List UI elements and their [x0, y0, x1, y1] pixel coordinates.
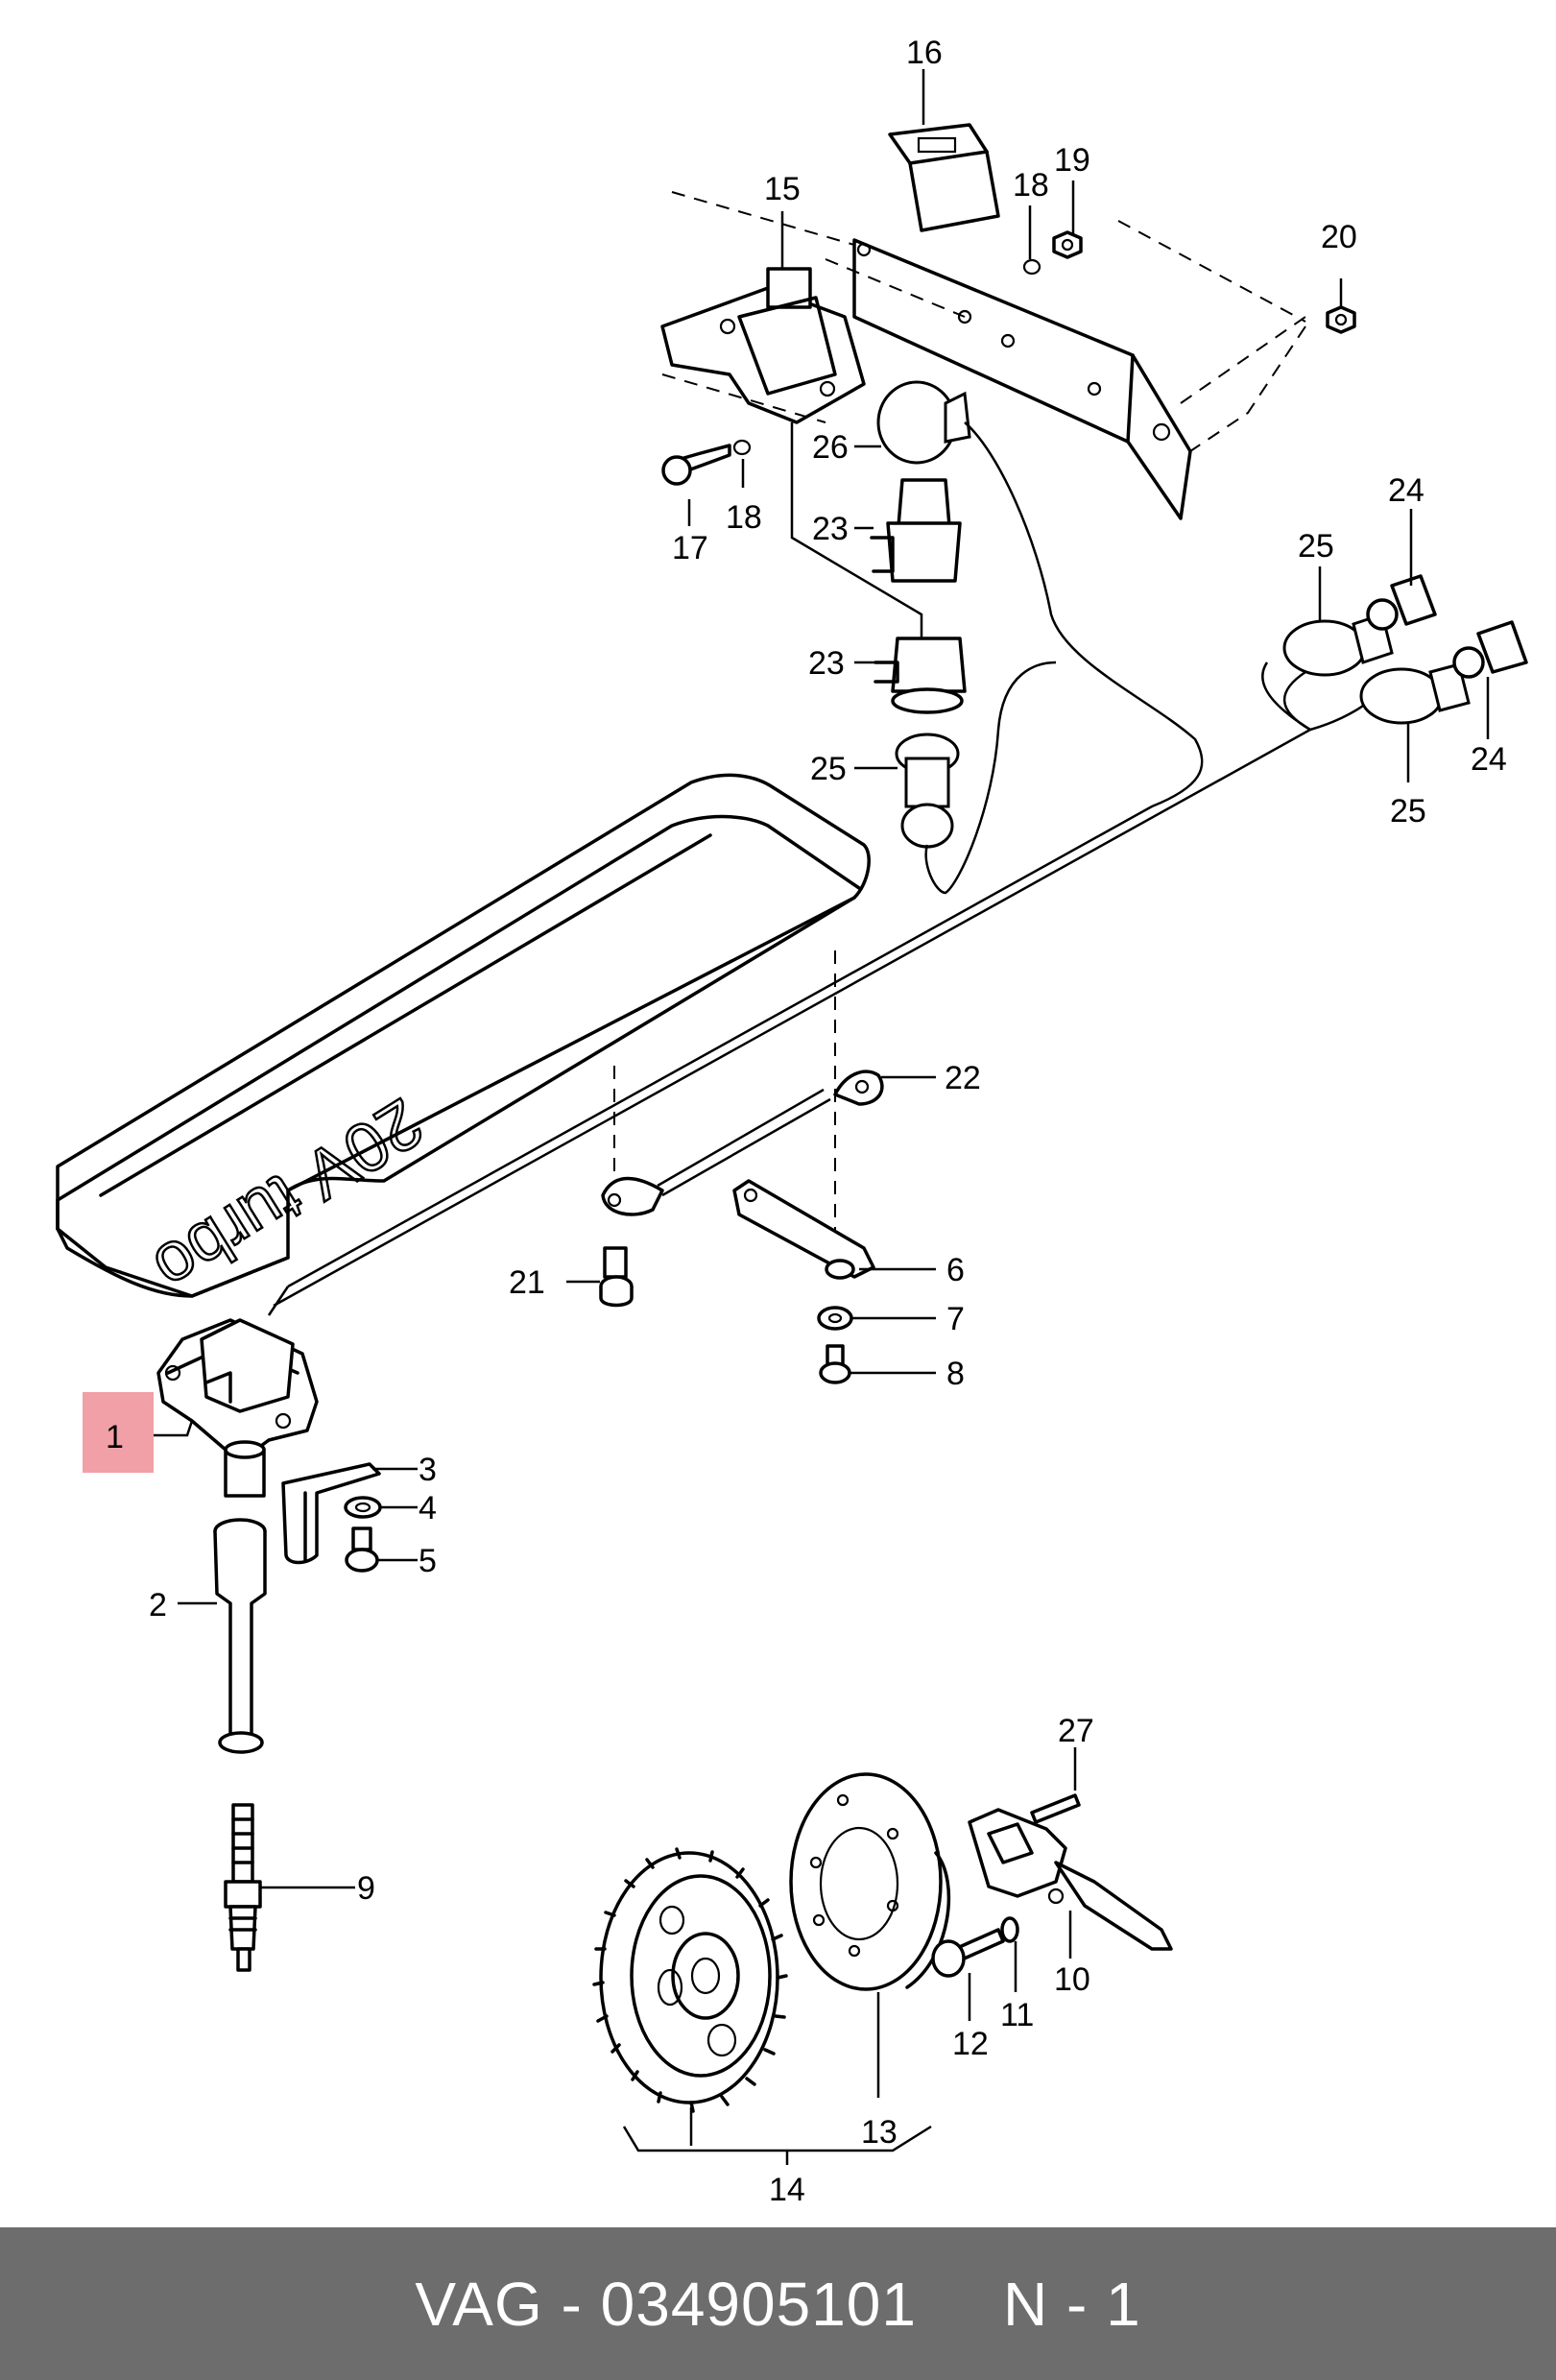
highlight-part-1 [83, 1392, 154, 1473]
callout-23-upper: 23 [812, 511, 849, 547]
connector-23-lower [874, 637, 967, 714]
footer-position: N - 1 [1002, 2269, 1141, 2339]
pin-27 [1030, 1793, 1081, 1824]
callout-18-left: 18 [726, 499, 762, 536]
connector-23-upper [870, 478, 962, 583]
callout-3: 3 [419, 1452, 437, 1488]
callout-21: 21 [509, 1264, 545, 1301]
callout-25-upper: 25 [1298, 528, 1334, 565]
connector-24-right-upper [1366, 574, 1437, 631]
callout-20: 20 [1321, 219, 1357, 255]
parts-diagram: 20V turbo [56, 35, 1528, 2208]
callout-5: 5 [419, 1543, 437, 1579]
spark-plug-9 [224, 1803, 262, 1972]
camshaft-sprocket [592, 1847, 788, 2113]
callout-16: 16 [906, 35, 943, 71]
callout-23-lower: 23 [808, 645, 845, 682]
part-footer: VAG - 034905101 N - 1 [0, 2227, 1556, 2380]
washer-18-top [1022, 258, 1041, 276]
sealing-disc-13 [789, 1772, 951, 1991]
footer-brand: VAG [415, 2269, 543, 2339]
callout-24-lower: 24 [1471, 741, 1507, 778]
connector-25-right-lower [1359, 662, 1471, 725]
callout-2: 2 [149, 1587, 167, 1623]
washer-4 [344, 1496, 382, 1519]
callout-17: 17 [672, 530, 708, 566]
screw-12 [931, 1928, 1005, 1978]
bracket-6 [732, 1179, 875, 1280]
callout-4: 4 [419, 1490, 437, 1527]
footer-separator: - [561, 2269, 583, 2339]
callout-6: 6 [946, 1252, 965, 1288]
connector-25-middle [895, 733, 960, 849]
bolt-8 [819, 1344, 851, 1384]
screw-17 [661, 444, 731, 486]
ground-strap-22 [601, 1070, 884, 1216]
washer-11 [1000, 1916, 1019, 1943]
leader-lines [154, 69, 1490, 2165]
engine-cover [56, 773, 871, 1298]
callout-27: 27 [1058, 1713, 1094, 1749]
wiring-harness [267, 421, 1364, 1316]
bolt-21 [599, 1246, 634, 1308]
connector-26 [876, 380, 971, 465]
callout-8: 8 [946, 1356, 965, 1392]
footer-part-number: 034905101 [600, 2269, 917, 2339]
callout-15: 15 [764, 171, 801, 207]
harness-15-23 [790, 422, 923, 643]
callout-11: 11 [1000, 1997, 1034, 2033]
callout-19: 19 [1054, 142, 1090, 179]
callout-12: 12 [952, 2026, 989, 2062]
bolt-5 [345, 1527, 379, 1573]
callout-24-upper: 24 [1388, 472, 1424, 509]
bracket-3 [281, 1462, 381, 1565]
control-unit-15 [660, 267, 866, 424]
callouts: 1 2 3 4 5 6 7 8 9 10 11 12 13 14 15 16 1… [106, 35, 1507, 2208]
nut-19 [1052, 230, 1083, 259]
callout-10: 10 [1054, 1961, 1090, 1998]
callout-26: 26 [812, 429, 849, 466]
spark-plug-connector-2 [213, 1518, 267, 1754]
callout-25-lower: 25 [1390, 793, 1426, 829]
callout-25-middle: 25 [810, 751, 847, 787]
washer-7 [817, 1306, 853, 1331]
mounting-bracket [671, 123, 1306, 520]
callout-9: 9 [357, 1870, 375, 1907]
callout-22: 22 [945, 1060, 981, 1096]
sensor-bracket-10 [968, 1808, 1173, 1951]
footer-code: VAG - 034905101 [415, 2269, 917, 2340]
nut-20 [1326, 305, 1356, 334]
callout-1: 1 [106, 1419, 124, 1455]
connector-24-right-lower [1452, 620, 1528, 679]
washer-18-left [732, 439, 752, 456]
callout-7: 7 [946, 1301, 965, 1337]
ignition-coil-1 [156, 1318, 319, 1498]
callout-13: 13 [861, 2114, 898, 2151]
callout-14: 14 [769, 2172, 805, 2208]
callout-18-top: 18 [1013, 167, 1049, 204]
